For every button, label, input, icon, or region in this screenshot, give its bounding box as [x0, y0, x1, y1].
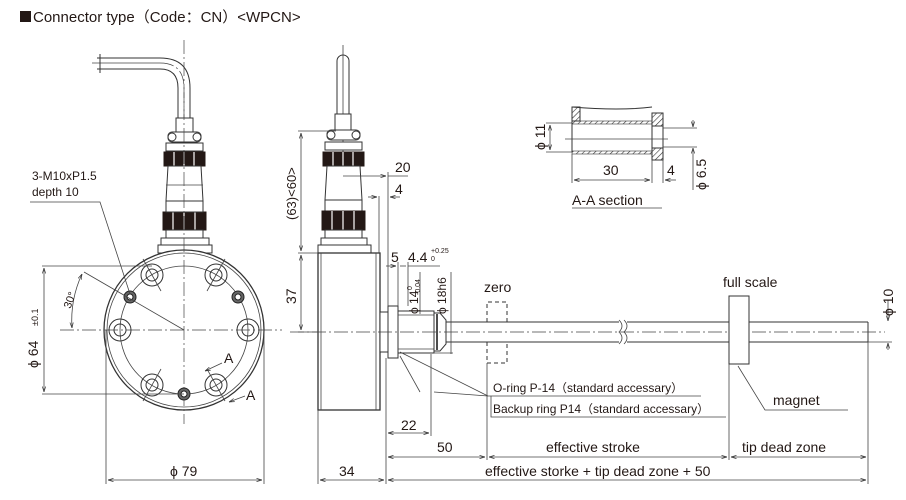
- dia-14-label: ϕ 14: [407, 290, 421, 314]
- body-height-label: 37: [283, 288, 299, 304]
- section-mark-a1: A: [224, 350, 234, 366]
- tapped-holes: [123, 290, 245, 401]
- thread-depth: depth 10: [32, 185, 79, 199]
- dim-20-label: 20: [395, 159, 411, 175]
- side-body: [317, 252, 447, 411]
- section-mark-a2: A: [246, 387, 256, 403]
- dia-14-tol-lower: -0.04: [415, 279, 422, 295]
- top-small-dimensions: 20 4: [343, 159, 411, 306]
- rod-diameter-label: ϕ 10: [880, 288, 896, 316]
- inner-diameter-label: ϕ 11: [532, 124, 548, 150]
- hole-diameter-label: ϕ 6.5: [693, 159, 709, 190]
- zero-label: zero: [484, 279, 511, 295]
- zero-marker: zero: [484, 279, 511, 364]
- title-square-icon: [20, 11, 31, 22]
- connector-height-label: (63)<60>: [284, 167, 299, 220]
- backup-ring-label: Backup ring P14（standard accessary）: [493, 402, 709, 416]
- side-view: zero full scale magnet ϕ 10 (63)<60> 37: [283, 45, 896, 484]
- front-view: 30° 3-M10xP1.5 depth 10 A A ϕ 64 ±0.1 ϕ …: [25, 40, 282, 484]
- rod-diameter-dimension: ϕ 10: [868, 288, 896, 350]
- pcd-dimension: ϕ 64 ±0.1: [25, 265, 184, 395]
- section-title: A-A section: [572, 192, 643, 208]
- height-dimensions: (63)<60> 37: [283, 130, 336, 333]
- dim-4-label: 4: [395, 181, 403, 197]
- front-cable: [92, 54, 191, 118]
- tip-dead-zone-label: tip dead zone: [742, 439, 826, 455]
- oring-label: O-ring P-14（standard accessary）: [493, 381, 683, 395]
- title-block: Connector type（Code：CN）<WPCN>: [20, 9, 301, 26]
- dim-22-label: 22: [401, 417, 417, 433]
- outer-diameter-dimension: ϕ 79: [105, 330, 265, 484]
- effective-stroke-label: effective stroke: [546, 439, 640, 455]
- section-view: ϕ 11 30 4 ϕ 6.5 A-A section: [532, 106, 709, 209]
- total-length-label: effective storke + tip dead zone + 50: [485, 463, 711, 479]
- dim-5-label: 5: [391, 249, 399, 265]
- groove-dimensions: 5 4.4 +0.25 0: [386, 248, 449, 306]
- dia-18-label: ϕ 18h6: [435, 277, 449, 314]
- magnet-label: magnet: [773, 392, 820, 408]
- oring-callouts: O-ring P-14（standard accessary） Backup r…: [399, 351, 726, 418]
- section-length-label: 30: [603, 162, 619, 178]
- pcd-label: ϕ 64: [25, 340, 41, 368]
- dia-14-tol-upper: 0: [407, 286, 414, 290]
- end-thickness-label: 4: [667, 162, 675, 178]
- drawing-title: Connector type（Code：CN）<WPCN>: [33, 9, 301, 26]
- side-connector: [317, 113, 372, 254]
- thread-callout: 3-M10xP1.5: [32, 169, 97, 183]
- dim-4-4-tol-upper: +0.25: [431, 248, 449, 255]
- bottom-dimensions: 22 50 effective stroke tip dead zone 34 …: [317, 342, 869, 484]
- bolt-holes: [108, 258, 260, 402]
- outer-diameter-label: ϕ 79: [170, 463, 198, 479]
- angle-label: 30°: [62, 290, 79, 310]
- dim-4-4-tol-lower: 0: [431, 256, 435, 263]
- body-width-label: 34: [339, 463, 355, 479]
- bore-diameter-dimensions: ϕ 14 0 -0.04 ϕ 18h6: [407, 272, 453, 354]
- dim-50-label: 50: [437, 439, 453, 455]
- pcd-tolerance: ±0.1: [30, 309, 40, 326]
- front-connector: [157, 117, 213, 254]
- magnet: full scale magnet: [723, 274, 848, 411]
- dim-4-4-label: 4.4: [408, 249, 428, 265]
- full-scale-label: full scale: [723, 274, 778, 290]
- front-flange: 30° 3-M10xP1.5 depth 10 A A: [30, 40, 282, 424]
